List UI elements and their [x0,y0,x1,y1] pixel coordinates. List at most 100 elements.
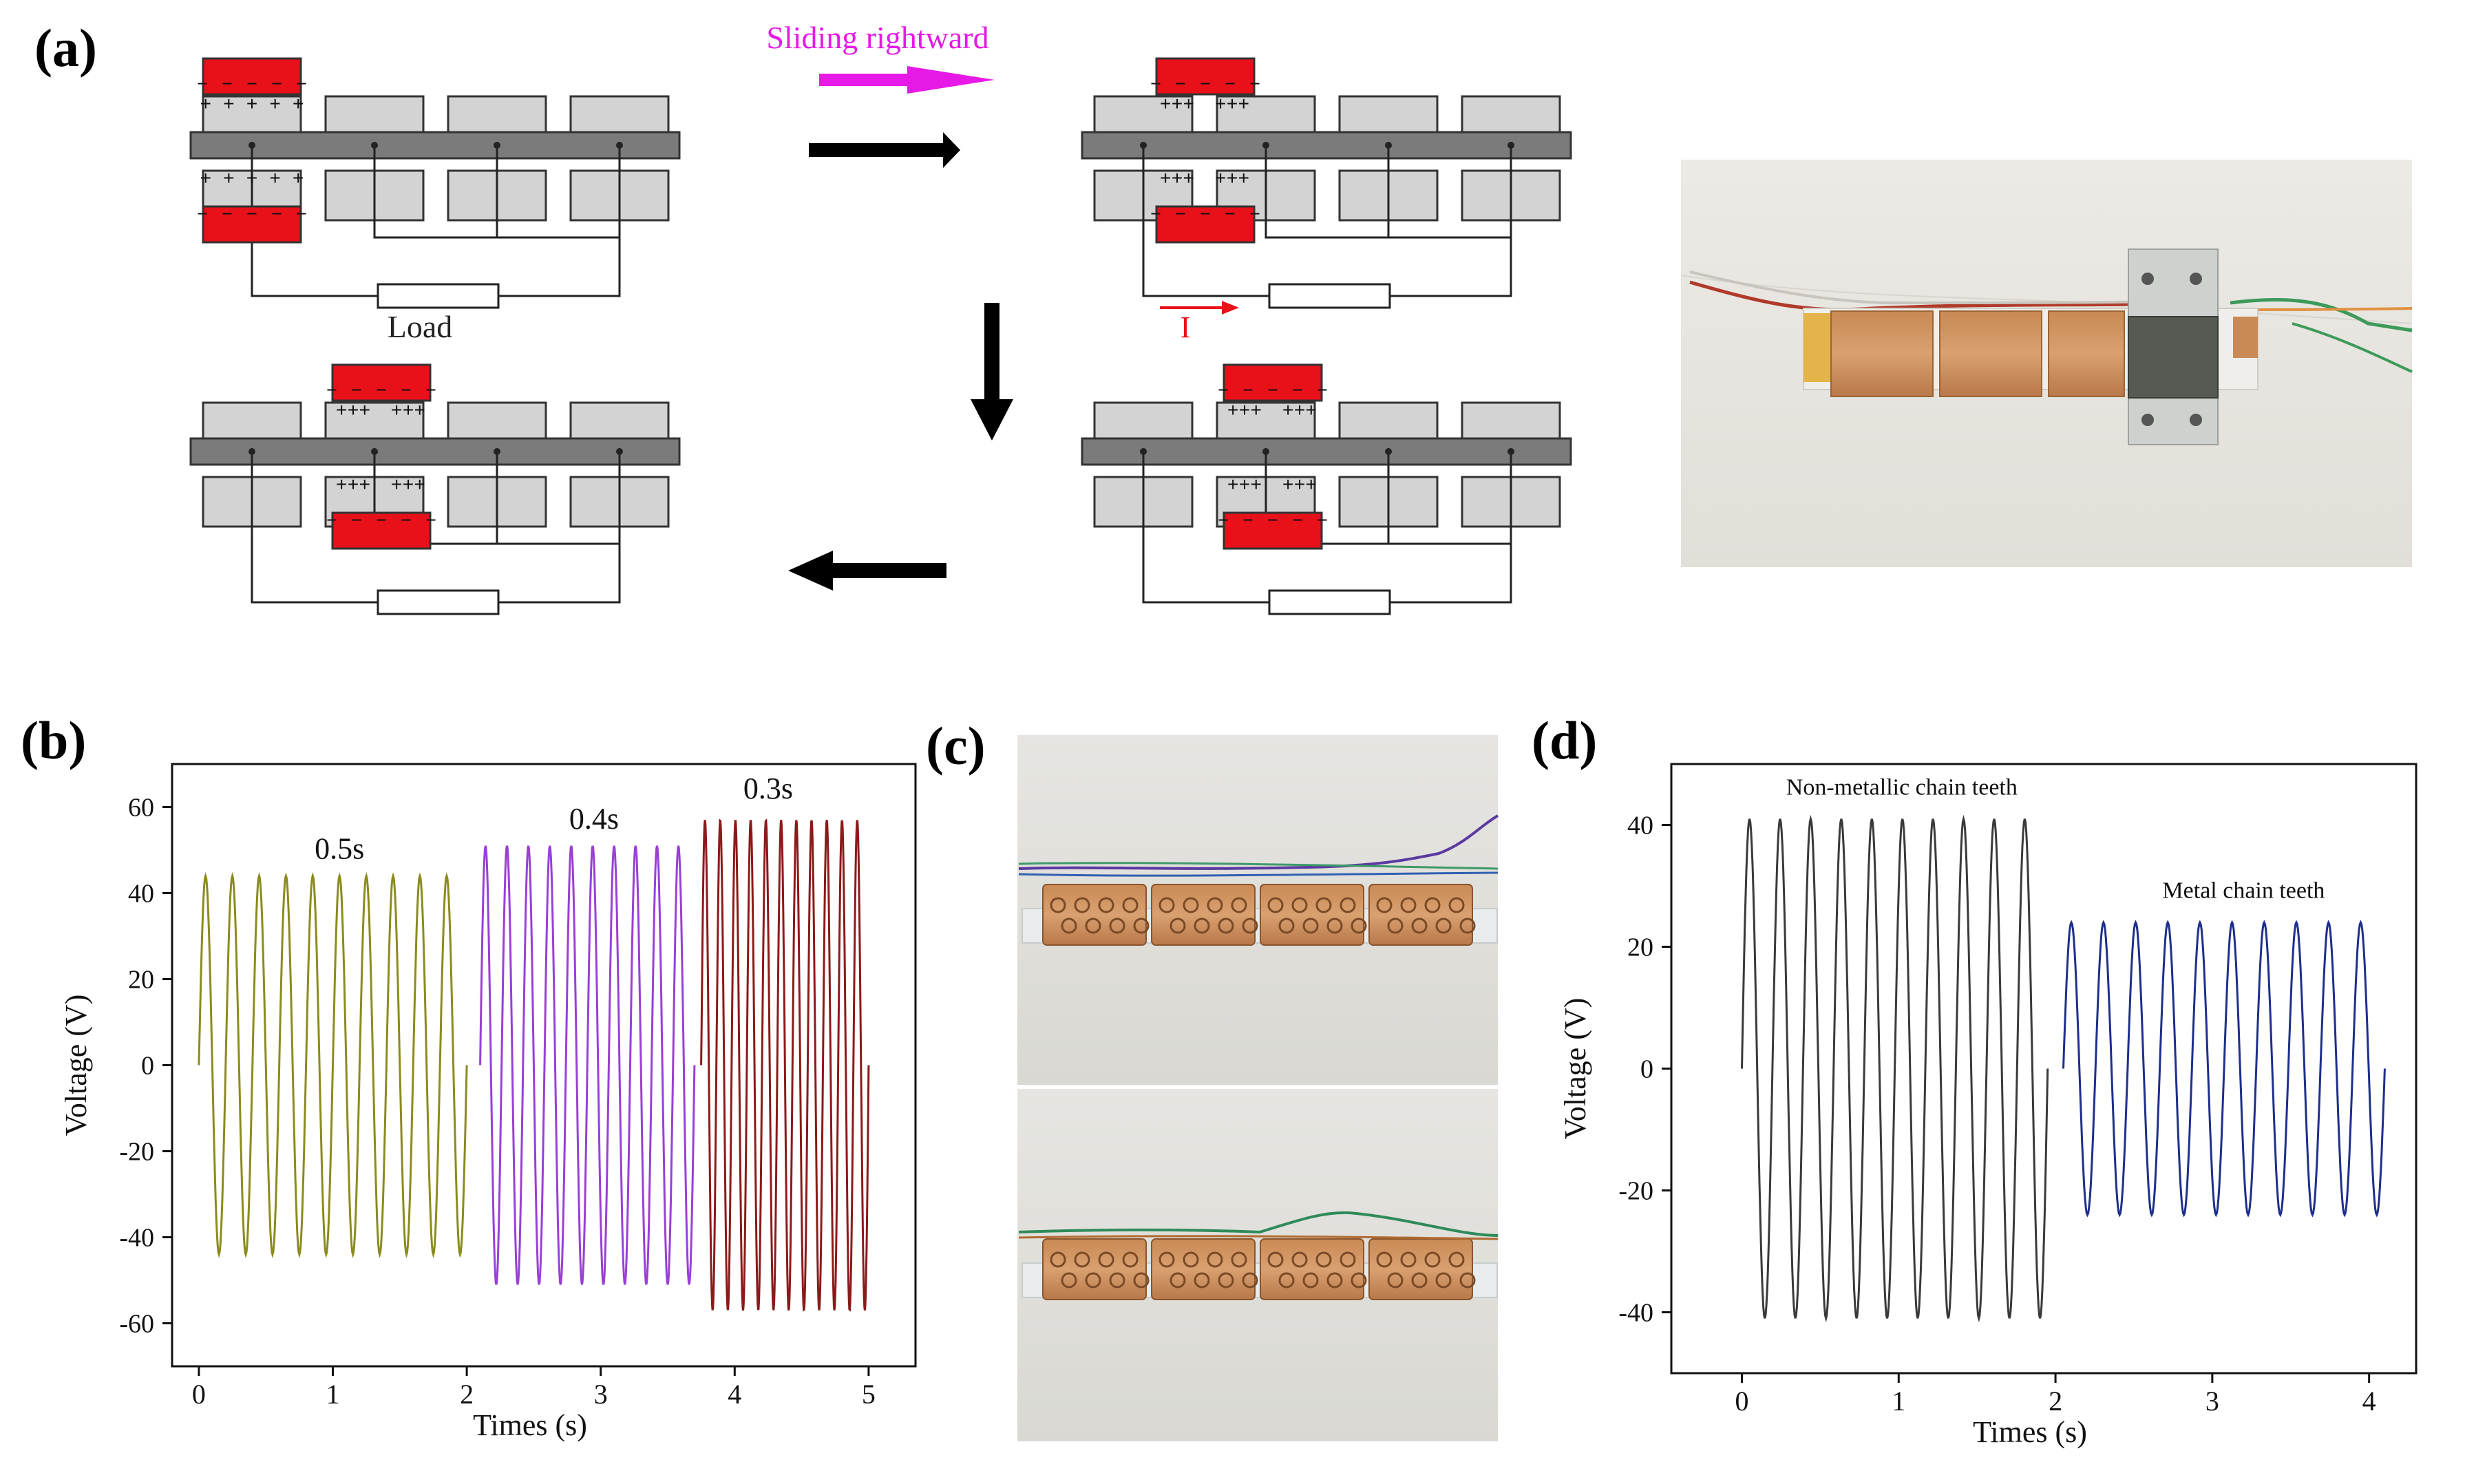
charge-neg: – – – – – [1217,509,1329,532]
zipper-tooth [1278,918,1295,934]
zipper-tooth-block [1042,884,1147,946]
charge-pos: + + + + + [200,169,304,191]
zipper-tooth [1122,1251,1139,1268]
zipper-tooth [1351,1272,1367,1289]
circuit-wire [498,544,621,604]
zipper-tooth [1267,897,1284,913]
y-tick-label: -40 [119,1224,154,1253]
charge-neg: – – – – – [196,72,308,96]
zipper-tooth [1340,1251,1356,1268]
zipper-tooth [1376,897,1393,913]
zipper-tooth [1315,1251,1332,1268]
zipper-tooth [1459,918,1476,934]
charge-neg: – – – – – [326,379,437,402]
state-initial: – – – – –– – – – –+ + + + ++ + + + + [189,57,681,309]
zipper-tooth [1050,897,1066,913]
x-tick-label: 4 [2362,1386,2376,1417]
y-tick-label: 40 [128,880,154,909]
zipper-tooth [1278,1272,1295,1289]
slider-plate [202,57,302,96]
zipper-tooth-block [1151,1238,1256,1300]
zipper-tooth [1326,1272,1343,1289]
arrow-left [788,551,946,591]
device-photo [1680,160,2413,567]
zipper-tooth [1376,1251,1393,1268]
series-line-0 [1741,814,2049,1323]
slider-plate [1223,511,1323,550]
load-resistor [1268,589,1391,615]
slider-plate [1155,57,1256,96]
y-tick-label: 20 [1627,933,1653,962]
zipper-tooth [1315,897,1332,913]
y-tick-label: 20 [128,966,154,995]
charge-pos: +++ [391,401,425,423]
zipper-tooth [1424,897,1441,913]
zipper-tooth [1387,1272,1404,1289]
slider-plate [331,363,432,402]
zipper-tooth [1302,918,1319,934]
charge-pos: +++ [336,401,370,423]
zipper-tooth [1231,1251,1247,1268]
zipper-tooth [1351,918,1367,934]
chart-d-series [1741,814,2386,1323]
zipper-tooth [1061,918,1077,934]
charge-neg: – – – – – [196,202,308,226]
load-label: Load [388,309,453,344]
zipper-tooth [1242,1272,1258,1289]
series-label-1: Metal chain teeth [2162,878,2325,904]
zipper-tooth [1291,1251,1308,1268]
slider-plate [331,511,432,550]
zipper-tooth [1183,1251,1199,1268]
panel-a-schematic: – – – – –– – – – –+ + + + ++ + + + + – –… [189,20,1572,615]
circuit-wire [1142,145,1269,297]
zipper-tooth [1218,1272,1234,1289]
x-tick-label: 2 [2049,1386,2062,1417]
arrow-down [971,303,1013,441]
zipper-tooth [1387,918,1404,934]
zipper-tooth [1400,1251,1417,1268]
series-line-0 [198,871,468,1259]
zipper-tooth [1207,1251,1223,1268]
zipper-tooth [1411,918,1428,934]
zipper-tooth [1411,1272,1428,1289]
zipper-tooth [1435,918,1452,934]
x-axis-label: Times (s) [473,1408,587,1442]
slider-plate [202,205,302,244]
charge-neg: – – – – – [1150,202,1261,226]
charge-pos: +++ [1215,169,1249,191]
zipper-tooth [1170,1272,1186,1289]
zipper-tooth [1326,918,1343,934]
y-tick-label: -20 [119,1138,154,1167]
charge-pos: + + + + + [200,95,304,116]
zipper-tooth [1133,1272,1150,1289]
series-line-2 [700,818,870,1312]
zipper-tooth-block [1368,1238,1473,1300]
y-tick-label: -60 [119,1310,154,1339]
y-tick-label: -20 [1618,1177,1653,1206]
slider-rail [1081,131,1572,160]
x-tick-label: 1 [326,1379,340,1410]
load-resistor [377,283,500,309]
charge-pos: +++ [336,476,370,497]
charge-pos: +++ [1160,95,1194,116]
slider-rail [189,437,681,466]
zipper-tooth [1170,918,1186,934]
current-label: I [1181,310,1191,344]
load-resistor [1268,283,1391,309]
circuit-wire [1390,237,1512,297]
circuit-wire [1142,452,1269,604]
zipper-tooth [1207,897,1223,913]
zipper-tooth-block [1260,1238,1364,1300]
zipper-tooth [1098,1251,1114,1268]
zipper-tooth-block [1042,1238,1147,1300]
zipper-tooth [1061,1272,1077,1289]
zipper-tooth [1340,897,1356,913]
zipper-tooth [1459,1272,1476,1289]
panel-label-a: (a) [34,18,97,78]
x-axis-label: Times (s) [1973,1415,2087,1449]
x-tick-label: 2 [460,1379,474,1410]
zipper-tooth-block [1368,884,1473,946]
